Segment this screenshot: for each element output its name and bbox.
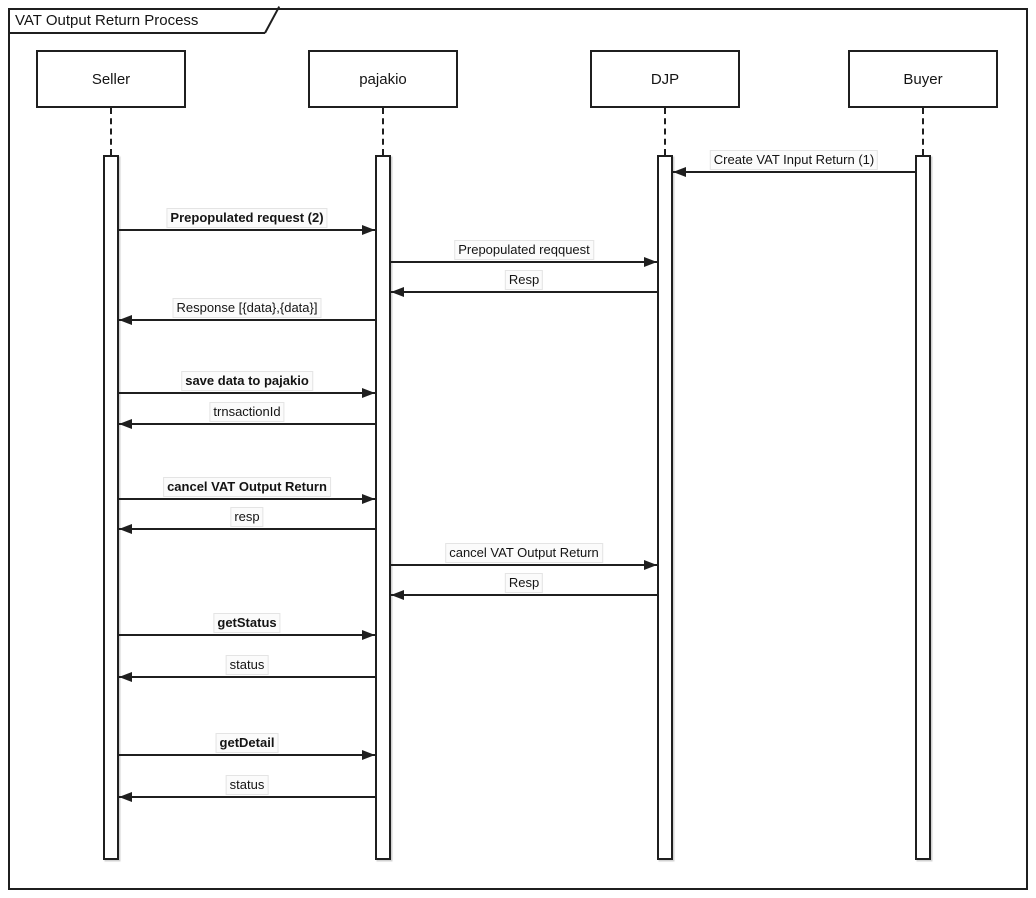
message-4-line: [391, 291, 657, 293]
message-5-label: Response [{data},{data}]: [172, 298, 322, 318]
participant-djp-label: DJP: [650, 70, 680, 88]
message-1-arrowhead: [673, 167, 686, 177]
frame-title-tab-bottom-border: [8, 32, 265, 34]
lifeline-buyer: [922, 108, 924, 155]
activation-bar-djp: [657, 155, 673, 860]
message-6-label: save data to pajakio: [181, 371, 313, 391]
message-4-arrowhead: [391, 287, 404, 297]
message-15-label: status: [225, 775, 269, 795]
participant-djp: DJP: [590, 50, 740, 108]
message-10-label: cancel VAT Output Return: [445, 543, 603, 563]
message-2-line: [119, 229, 375, 231]
message-3-label: Prepopulated reqquest: [454, 240, 594, 260]
message-5-arrowhead: [119, 315, 132, 325]
lifeline-djp: [664, 108, 666, 155]
message-8-arrowhead: [362, 494, 375, 504]
message-12-label: getStatus: [213, 613, 281, 633]
frame-title-tab: VAT Output Return Process: [8, 8, 258, 33]
message-9-label: resp: [230, 507, 264, 527]
lifeline-seller: [110, 108, 112, 155]
activation-bar-pajakio: [375, 155, 391, 860]
participant-pajakio: pajakio: [308, 50, 458, 108]
message-3-line: [391, 261, 657, 263]
message-1-line: [673, 171, 915, 173]
message-8-line: [119, 498, 375, 500]
message-12-line: [119, 634, 375, 636]
participant-seller-label: Seller: [91, 70, 131, 88]
message-11-arrowhead: [391, 590, 404, 600]
participant-buyer-label: Buyer: [903, 70, 943, 88]
message-13-line: [119, 676, 375, 678]
participant-pajakio-label: pajakio: [359, 70, 407, 88]
message-11-line: [391, 594, 657, 596]
message-15-arrowhead: [119, 792, 132, 802]
message-7-arrowhead: [119, 419, 132, 429]
diagram-frame: [8, 8, 1028, 890]
message-1-label: Create VAT Input Return (1): [709, 150, 879, 170]
message-3-arrowhead: [644, 257, 657, 267]
message-2-arrowhead: [362, 225, 375, 235]
message-10-line: [391, 564, 657, 566]
message-14-arrowhead: [362, 750, 375, 760]
message-7-line: [119, 423, 375, 425]
message-15-line: [119, 796, 375, 798]
activation-bar-buyer: [915, 155, 931, 860]
message-13-label: status: [225, 655, 269, 675]
message-7-label: trnsactionId: [209, 402, 285, 422]
message-11-label: Resp: [504, 573, 544, 593]
message-13-arrowhead: [119, 672, 132, 682]
message-9-line: [119, 528, 375, 530]
message-14-line: [119, 754, 375, 756]
message-6-arrowhead: [362, 388, 375, 398]
message-10-arrowhead: [644, 560, 657, 570]
message-12-arrowhead: [362, 630, 375, 640]
message-14-label: getDetail: [215, 733, 279, 753]
message-8-label: cancel VAT Output Return: [163, 477, 331, 497]
frame-title: VAT Output Return Process: [15, 12, 199, 29]
lifeline-pajakio: [382, 108, 384, 155]
message-4-label: Resp: [504, 270, 544, 290]
participant-buyer: Buyer: [848, 50, 998, 108]
message-5-line: [119, 319, 375, 321]
activation-bar-seller: [103, 155, 119, 860]
message-2-label: Prepopulated request (2): [166, 208, 328, 228]
message-9-arrowhead: [119, 524, 132, 534]
participant-seller: Seller: [36, 50, 186, 108]
message-6-line: [119, 392, 375, 394]
